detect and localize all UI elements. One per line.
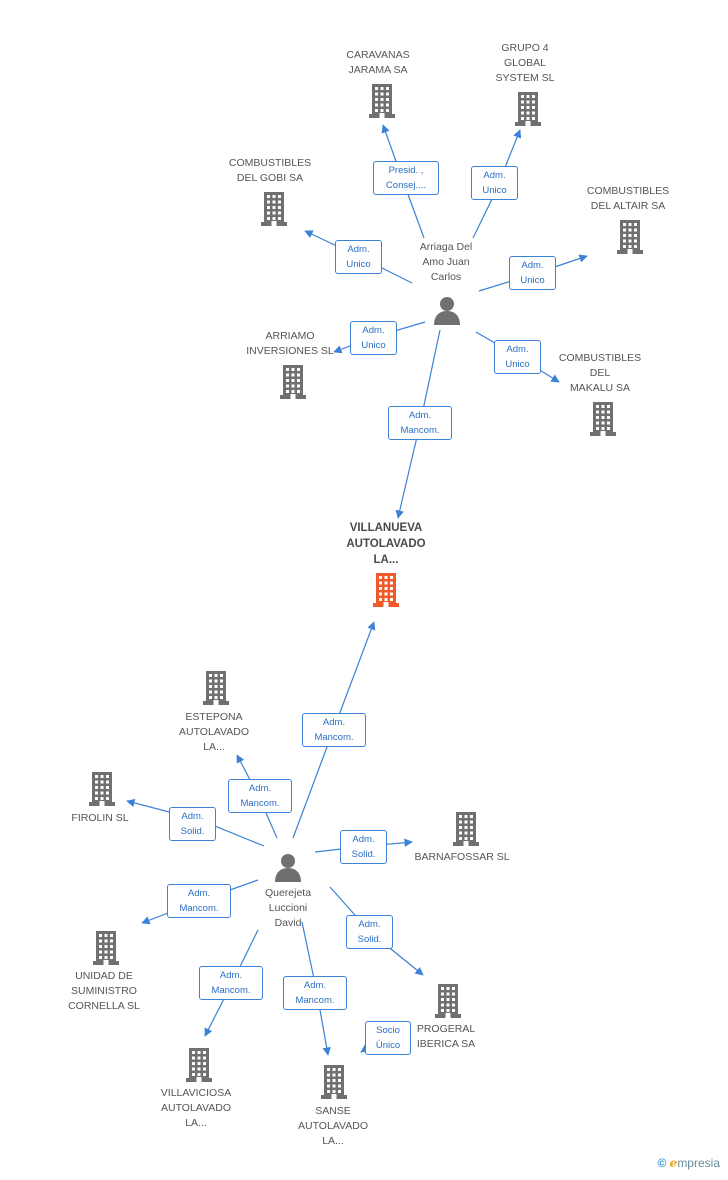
person-node-querejeta[interactable]: Querejeta Luccioni David (232, 886, 344, 931)
relation-label[interactable]: Adm. Mancom. (283, 976, 347, 1010)
company-label: SANSE AUTOLAVADO LA... (297, 1105, 369, 1147)
focal-company-node[interactable]: VILLANUEVA AUTOLAVADO LA... (318, 520, 454, 568)
relation-label[interactable]: Adm. Solid. (346, 915, 393, 949)
company-label: FIROLIN SL (71, 812, 129, 824)
company-label: ARRIAMO INVERSIONES SL (246, 330, 334, 357)
relation-label[interactable]: Adm. Unico (471, 166, 518, 200)
relation-label[interactable]: Adm. Unico (494, 340, 541, 374)
company-node-caravanas[interactable]: CARAVANAS JARAMA SA (318, 48, 438, 78)
relation-label[interactable]: Adm. Mancom. (302, 713, 366, 747)
company-label: VILLAVICIOSA AUTOLAVADO LA... (160, 1087, 232, 1129)
relation-label[interactable]: Adm. Mancom. (388, 406, 452, 440)
person-icon[interactable] (432, 295, 462, 325)
relation-label[interactable]: Presid. , Consej.... (373, 161, 439, 195)
company-node-barnafossar[interactable]: BARNAFOSSAR SL (402, 850, 522, 865)
brand-name: mpresia (677, 1156, 720, 1170)
company-label: GRUPO 4 GLOBAL SYSTEM SL (495, 42, 555, 84)
person-icon[interactable] (273, 852, 303, 882)
building-icon[interactable] (432, 984, 464, 1018)
building-icon[interactable] (90, 931, 122, 965)
relation-label[interactable]: Adm. Mancom. (228, 779, 292, 813)
company-node-progeral[interactable]: PROGERAL IBERICA SA (396, 1022, 496, 1052)
company-label: COMBUSTIBLES DEL MAKALU SA (558, 352, 642, 394)
company-node-villaviciosa[interactable]: VILLAVICIOSA AUTOLAVADO LA... (136, 1086, 256, 1131)
person-label: Arriaga Del Amo Juan Carlos (419, 241, 473, 283)
relation-label[interactable]: Adm. Solid. (340, 830, 387, 864)
company-label: ESTEPONA AUTOLAVADO LA... (178, 711, 250, 753)
relation-label[interactable]: Adm. Unico (335, 240, 382, 274)
person-node-arriaga[interactable]: Arriaga Del Amo Juan Carlos (390, 240, 502, 285)
building-icon[interactable] (318, 1065, 350, 1099)
company-node-makalu[interactable]: COMBUSTIBLES DEL MAKALU SA (540, 351, 660, 396)
brand-initial: e (669, 1156, 678, 1170)
company-label: PROGERAL IBERICA SA (416, 1023, 476, 1050)
person-label: Querejeta Luccioni David (264, 887, 312, 929)
relation-label[interactable]: Socio Único (365, 1021, 411, 1055)
building-icon[interactable] (512, 92, 544, 126)
company-label: UNIDAD DE SUMINISTRO CORNELLA SL (68, 970, 140, 1012)
company-label: COMBUSTIBLES DEL GOBI SA (228, 157, 312, 184)
company-label: COMBUSTIBLES DEL ALTAIR SA (586, 185, 670, 212)
company-node-altair[interactable]: COMBUSTIBLES DEL ALTAIR SA (568, 184, 688, 214)
relation-label[interactable]: Adm. Mancom. (167, 884, 231, 918)
footer-brand: © empresia (657, 1156, 720, 1170)
company-node-firolin[interactable]: FIROLIN SL (40, 811, 160, 826)
company-node-unidad[interactable]: UNIDAD DE SUMINISTRO CORNELLA SL (44, 969, 164, 1014)
relation-label[interactable]: Adm. Mancom. (199, 966, 263, 1000)
building-icon[interactable] (614, 220, 646, 254)
company-node-arriamo[interactable]: ARRIAMO INVERSIONES SL (230, 329, 350, 359)
building-icon[interactable] (258, 192, 290, 226)
company-label: CARAVANAS JARAMA SA (346, 49, 410, 76)
building-icon[interactable] (450, 812, 482, 846)
building-icon[interactable] (200, 671, 232, 705)
company-node-grupo4[interactable]: GRUPO 4 GLOBAL SYSTEM SL (465, 41, 585, 86)
company-node-sanse[interactable]: SANSE AUTOLAVADO LA... (273, 1104, 393, 1149)
building-icon[interactable] (183, 1048, 215, 1082)
copyright-icon: © (657, 1156, 667, 1170)
company-node-estepona[interactable]: ESTEPONA AUTOLAVADO LA... (154, 710, 274, 755)
company-node-gobi[interactable]: COMBUSTIBLES DEL GOBI SA (210, 156, 330, 186)
building-icon[interactable] (587, 402, 619, 436)
relation-label[interactable]: Adm. Solid. (169, 807, 216, 841)
building-icon[interactable] (86, 772, 118, 806)
relation-label[interactable]: Adm. Unico (509, 256, 556, 290)
building-icon[interactable] (277, 365, 309, 399)
building-icon[interactable] (370, 573, 402, 607)
building-icon[interactable] (366, 84, 398, 118)
company-label: BARNAFOSSAR SL (414, 851, 510, 863)
focal-company-label: VILLANUEVA AUTOLAVADO LA... (346, 522, 426, 566)
relation-label[interactable]: Adm. Unico (350, 321, 397, 355)
